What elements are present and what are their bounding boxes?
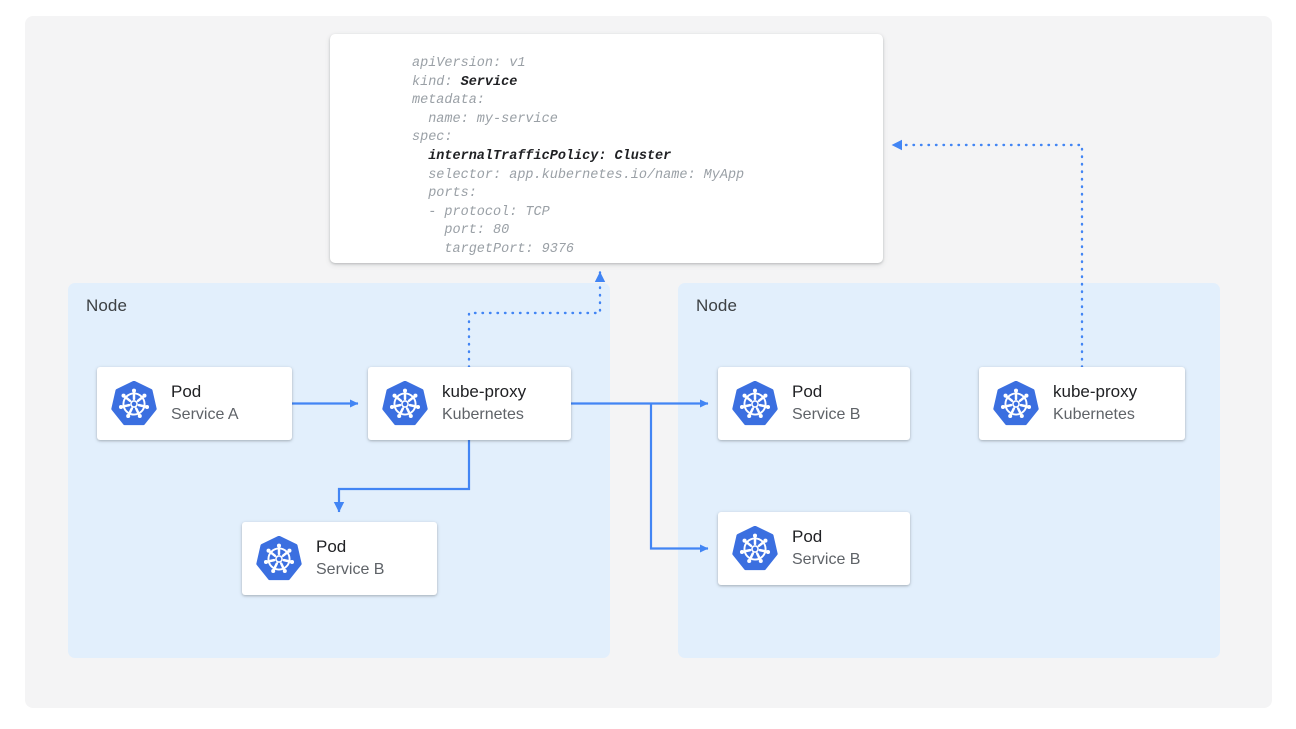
node-label-left: Node [86, 296, 128, 315]
entity-subtitle: Service B [792, 551, 861, 569]
entity-title: Pod [792, 527, 823, 547]
entity-subtitle: Service A [171, 406, 239, 424]
kubernetes-logo-icon [732, 525, 778, 572]
entity-pod-service-b-top[interactable]: Pod Service B [718, 367, 910, 440]
service-manifest-code: apiVersion: v1 kind: Service metadata: n… [412, 56, 745, 257]
kubernetes-logo-icon [382, 380, 428, 427]
node-container-left [68, 283, 610, 658]
kubernetes-logo-icon [111, 380, 157, 427]
entity-kube-proxy-left[interactable]: kube-proxy Kubernetes [368, 367, 571, 440]
entity-title: Pod [171, 382, 202, 402]
entity-subtitle: Service B [316, 561, 385, 579]
entity-kube-proxy-right[interactable]: kube-proxy Kubernetes [979, 367, 1185, 440]
node-label-right: Node [696, 296, 738, 315]
entity-subtitle: Service B [792, 406, 861, 424]
kubernetes-logo-icon [732, 380, 778, 427]
entity-title: kube-proxy [442, 382, 527, 402]
kubernetes-logo-icon [256, 535, 302, 582]
service-manifest-panel: apiVersion: v1 kind: Service metadata: n… [330, 34, 883, 263]
node-container-right [678, 283, 1220, 658]
entity-title: Pod [316, 537, 347, 557]
entity-title: Pod [792, 382, 823, 402]
entity-subtitle: Kubernetes [442, 406, 524, 424]
entity-pod-service-b-bottom[interactable]: Pod Service B [718, 512, 910, 585]
entity-pod-service-b-local[interactable]: Pod Service B [242, 522, 437, 595]
entity-subtitle: Kubernetes [1053, 406, 1135, 424]
entity-pod-service-a[interactable]: Pod Service A [97, 367, 292, 440]
entity-title: kube-proxy [1053, 382, 1138, 402]
kubernetes-logo-icon [993, 380, 1039, 427]
